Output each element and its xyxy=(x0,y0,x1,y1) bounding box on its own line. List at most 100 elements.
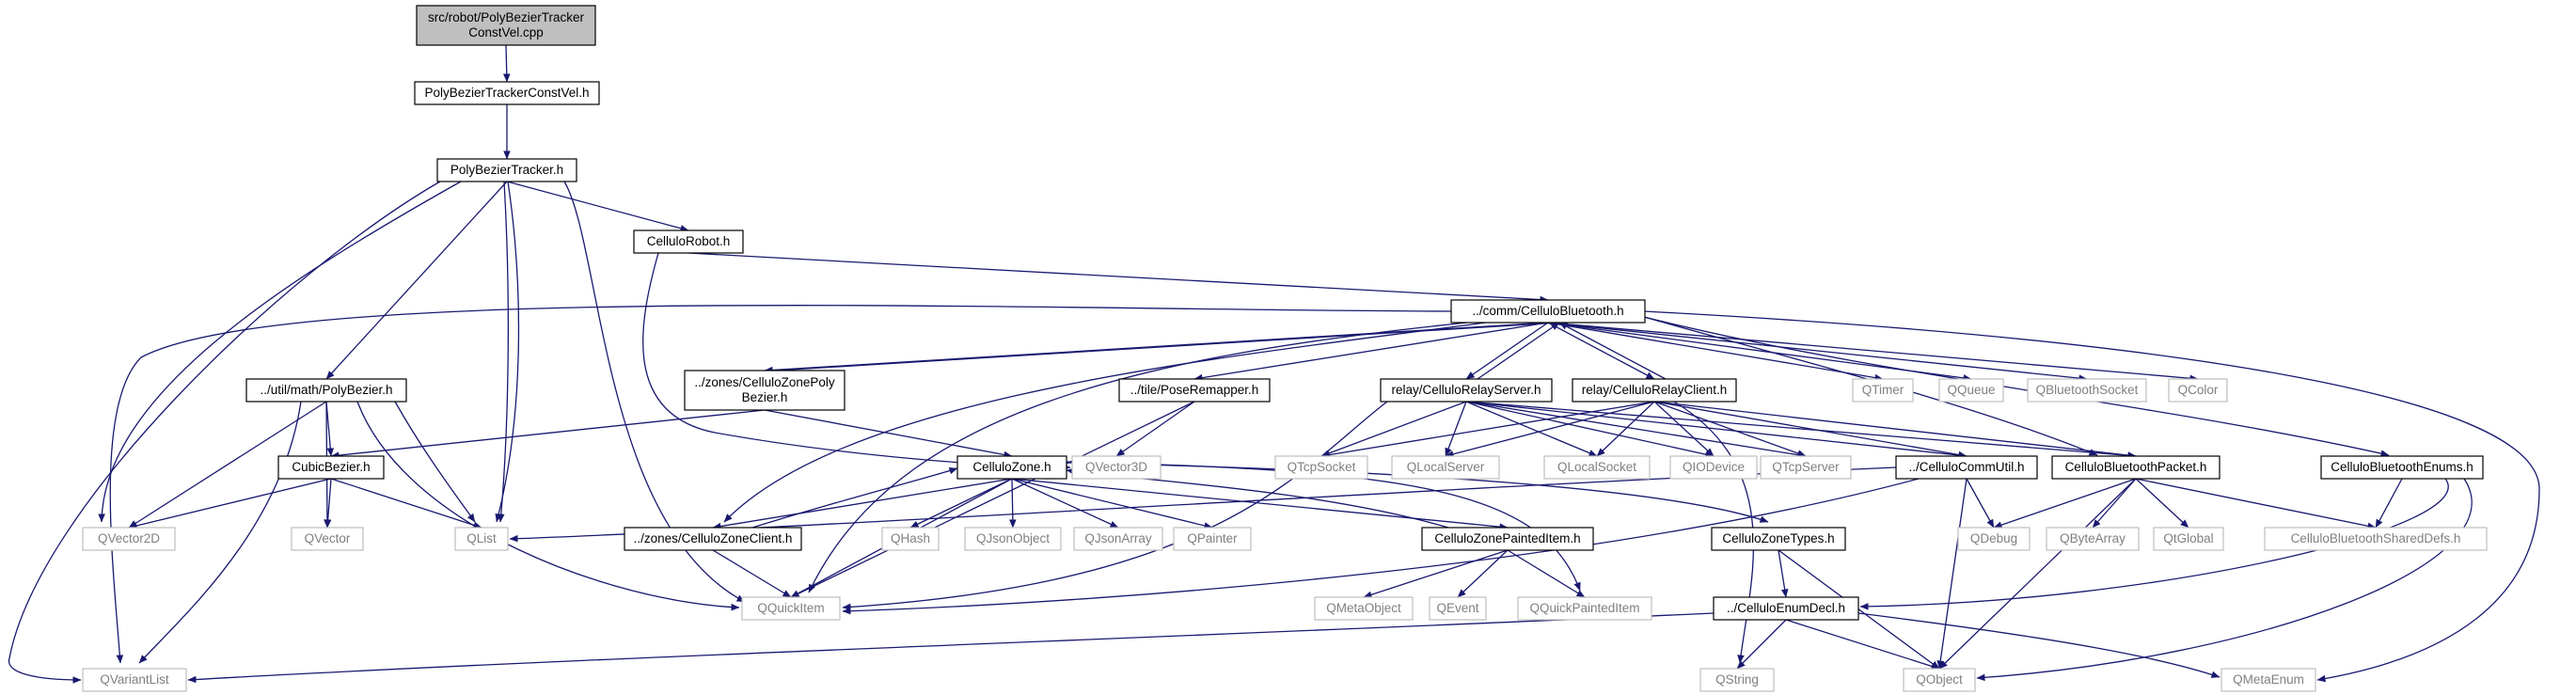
edge-root-to-pbtcv xyxy=(503,44,511,83)
node-polybez[interactable]: ../util/math/PolyBezier.h xyxy=(245,378,407,403)
node-box xyxy=(82,668,187,692)
node-label: CelluloZoneTypes.h xyxy=(1722,531,1834,545)
node-pbt[interactable]: PolyBezierTracker.h xyxy=(436,158,577,182)
node-label: relay/CelluloRelayClient.h xyxy=(1582,383,1728,397)
node-box xyxy=(1699,668,1775,692)
node-zone[interactable]: CelluloZone.h xyxy=(956,455,1067,480)
node-box xyxy=(881,527,940,551)
edge-zone-to-qpainter xyxy=(1011,478,1213,529)
node-box xyxy=(741,596,841,621)
edges-layer xyxy=(8,44,2540,684)
node-relayserver[interactable]: relay/CelluloRelayServer.h xyxy=(1380,378,1553,403)
edge-robot-to-qvector3d xyxy=(642,252,1071,471)
edge-zonepainted-to-qevent xyxy=(1457,549,1509,598)
edge-pbt-to-qquickitem xyxy=(563,181,746,603)
node-box xyxy=(1173,527,1252,551)
edge-relayclient-to-qtcpserver xyxy=(1653,401,1807,457)
node-box xyxy=(2220,668,2316,692)
node-box xyxy=(1895,455,2038,480)
node-label: QIODevice xyxy=(1683,460,1745,474)
node-box xyxy=(2153,527,2224,551)
edge-pbt-to-qvector2d xyxy=(98,181,462,523)
node-label: QQuickPaintedItem xyxy=(1529,601,1639,615)
edge-btpacket-to-qobject xyxy=(1938,478,2137,670)
node-box xyxy=(1852,378,1914,403)
node-qpainter: QPainter xyxy=(1173,527,1252,551)
edge-relayclient-to-bt xyxy=(1558,322,1667,380)
node-commutil[interactable]: ../CelluloCommUtil.h xyxy=(1895,455,2038,480)
node-zonepainted[interactable]: CelluloZonePaintedItem.h xyxy=(1421,527,1594,551)
node-label: src/robot/PolyBezierTracker xyxy=(428,10,585,24)
edge-zonetypes-to-enumdecl xyxy=(1778,549,1789,598)
node-label: QEvent xyxy=(1436,601,1478,615)
edge-pbt-to-robot xyxy=(506,181,689,232)
edge-relayclient-to-qiodevice xyxy=(1653,401,1715,457)
node-remap[interactable]: ../tile/PoseRemapper.h xyxy=(1118,378,1271,403)
node-qlocalserver: QLocalServer xyxy=(1391,455,1500,480)
node-box xyxy=(684,370,845,411)
edge-remap-to-qvector3d xyxy=(1115,401,1195,457)
node-enumdecl[interactable]: ../CelluloEnumDecl.h xyxy=(1713,596,1859,621)
edge-enumdecl-to-qmetaenum xyxy=(1857,612,2220,678)
node-label: Bezier.h xyxy=(742,390,788,404)
node-label: CelluloRobot.h xyxy=(647,234,731,248)
edge-commutil-to-qquickitem xyxy=(842,478,1920,615)
node-box xyxy=(1957,527,2031,551)
node-robot[interactable]: CelluloRobot.h xyxy=(633,229,744,254)
edge-zonepainted-to-qquickpainted xyxy=(1507,549,1586,598)
node-qqueue: QQueue xyxy=(1938,378,2004,403)
edge-enumdecl-to-qvariantlist xyxy=(187,612,1715,684)
node-label: PolyBezierTracker.h xyxy=(450,163,563,177)
node-box xyxy=(624,527,802,551)
edge-relayserver-to-bt xyxy=(1477,322,1560,380)
node-qcolor: QColor xyxy=(2168,378,2228,403)
edge-relayclient-to-qlocalsocket xyxy=(1596,401,1655,457)
node-qdebug: QDebug xyxy=(1957,527,2031,551)
edge-bt-to-qtimer xyxy=(1547,322,1884,382)
node-label: CelluloBluetoothEnums.h xyxy=(2331,460,2473,474)
edge-zone-to-qjsonobject xyxy=(1009,478,1017,529)
node-label: QHash xyxy=(891,531,930,545)
edge-btpacket-to-btshared xyxy=(2135,478,2377,529)
node-zoneclient[interactable]: ../zones/CelluloZoneClient.h xyxy=(624,527,802,551)
node-pbtcv[interactable]: PolyBezierTrackerConstVel.h xyxy=(414,81,600,105)
edge-cubic-to-qvector2d xyxy=(128,478,332,529)
edge-zonepoly-to-zone xyxy=(764,409,1013,459)
node-qbytearray: QByteArray xyxy=(2046,527,2140,551)
node-cubic[interactable]: CubicBezier.h xyxy=(277,455,385,480)
edge-polybez-to-qlist xyxy=(394,401,476,523)
node-label: QDebug xyxy=(1970,531,2017,545)
edge-zoneclient-to-zone xyxy=(751,466,958,529)
edge-relayserver-to-qlocalserver xyxy=(1445,401,1467,457)
node-label: CubicBezier.h xyxy=(292,460,370,474)
node-relayclient[interactable]: relay/CelluloRelayClient.h xyxy=(1572,378,1737,403)
node-box xyxy=(454,527,509,551)
node-label: QVariantList xyxy=(100,672,169,687)
node-label: QColor xyxy=(2178,383,2219,397)
node-btenums[interactable]: CelluloBluetoothEnums.h xyxy=(2320,455,2484,480)
edge-btenums-to-btshared xyxy=(2375,478,2403,529)
node-qevent: QEvent xyxy=(1429,596,1487,621)
edge-bt-to-zoneclient xyxy=(723,322,1487,523)
node-box xyxy=(82,527,176,551)
edge-zone-to-qjsonarray xyxy=(1011,478,1119,529)
node-label: relay/CelluloRelayServer.h xyxy=(1391,383,1541,397)
node-qtimer: QTimer xyxy=(1852,378,1914,403)
edge-zone-to-qhash xyxy=(909,478,1013,529)
node-label: QTcpSocket xyxy=(1288,460,1356,474)
edge-robot-to-bt xyxy=(687,252,1549,304)
node-label: QVector xyxy=(305,531,351,545)
edge-relayclient-to-btpacket xyxy=(1653,401,2137,459)
node-qlocalsocket: QLocalSocket xyxy=(1543,455,1651,480)
node-box xyxy=(1118,378,1271,403)
node-bt[interactable]: ../comm/CelluloBluetooth.h xyxy=(1450,299,1646,324)
node-label: ../zones/CelluloZonePoly xyxy=(694,375,835,389)
node-label: QQuickItem xyxy=(757,601,824,615)
node-zonetypes[interactable]: CelluloZoneTypes.h xyxy=(1711,527,1846,551)
node-box xyxy=(414,81,600,105)
edge-zone-to-zonepainted xyxy=(1011,478,1509,530)
node-btpacket[interactable]: CelluloBluetoothPacket.h xyxy=(2051,455,2220,480)
node-root[interactable]: src/robot/PolyBezierTrackerConstVel.cpp xyxy=(416,5,596,46)
